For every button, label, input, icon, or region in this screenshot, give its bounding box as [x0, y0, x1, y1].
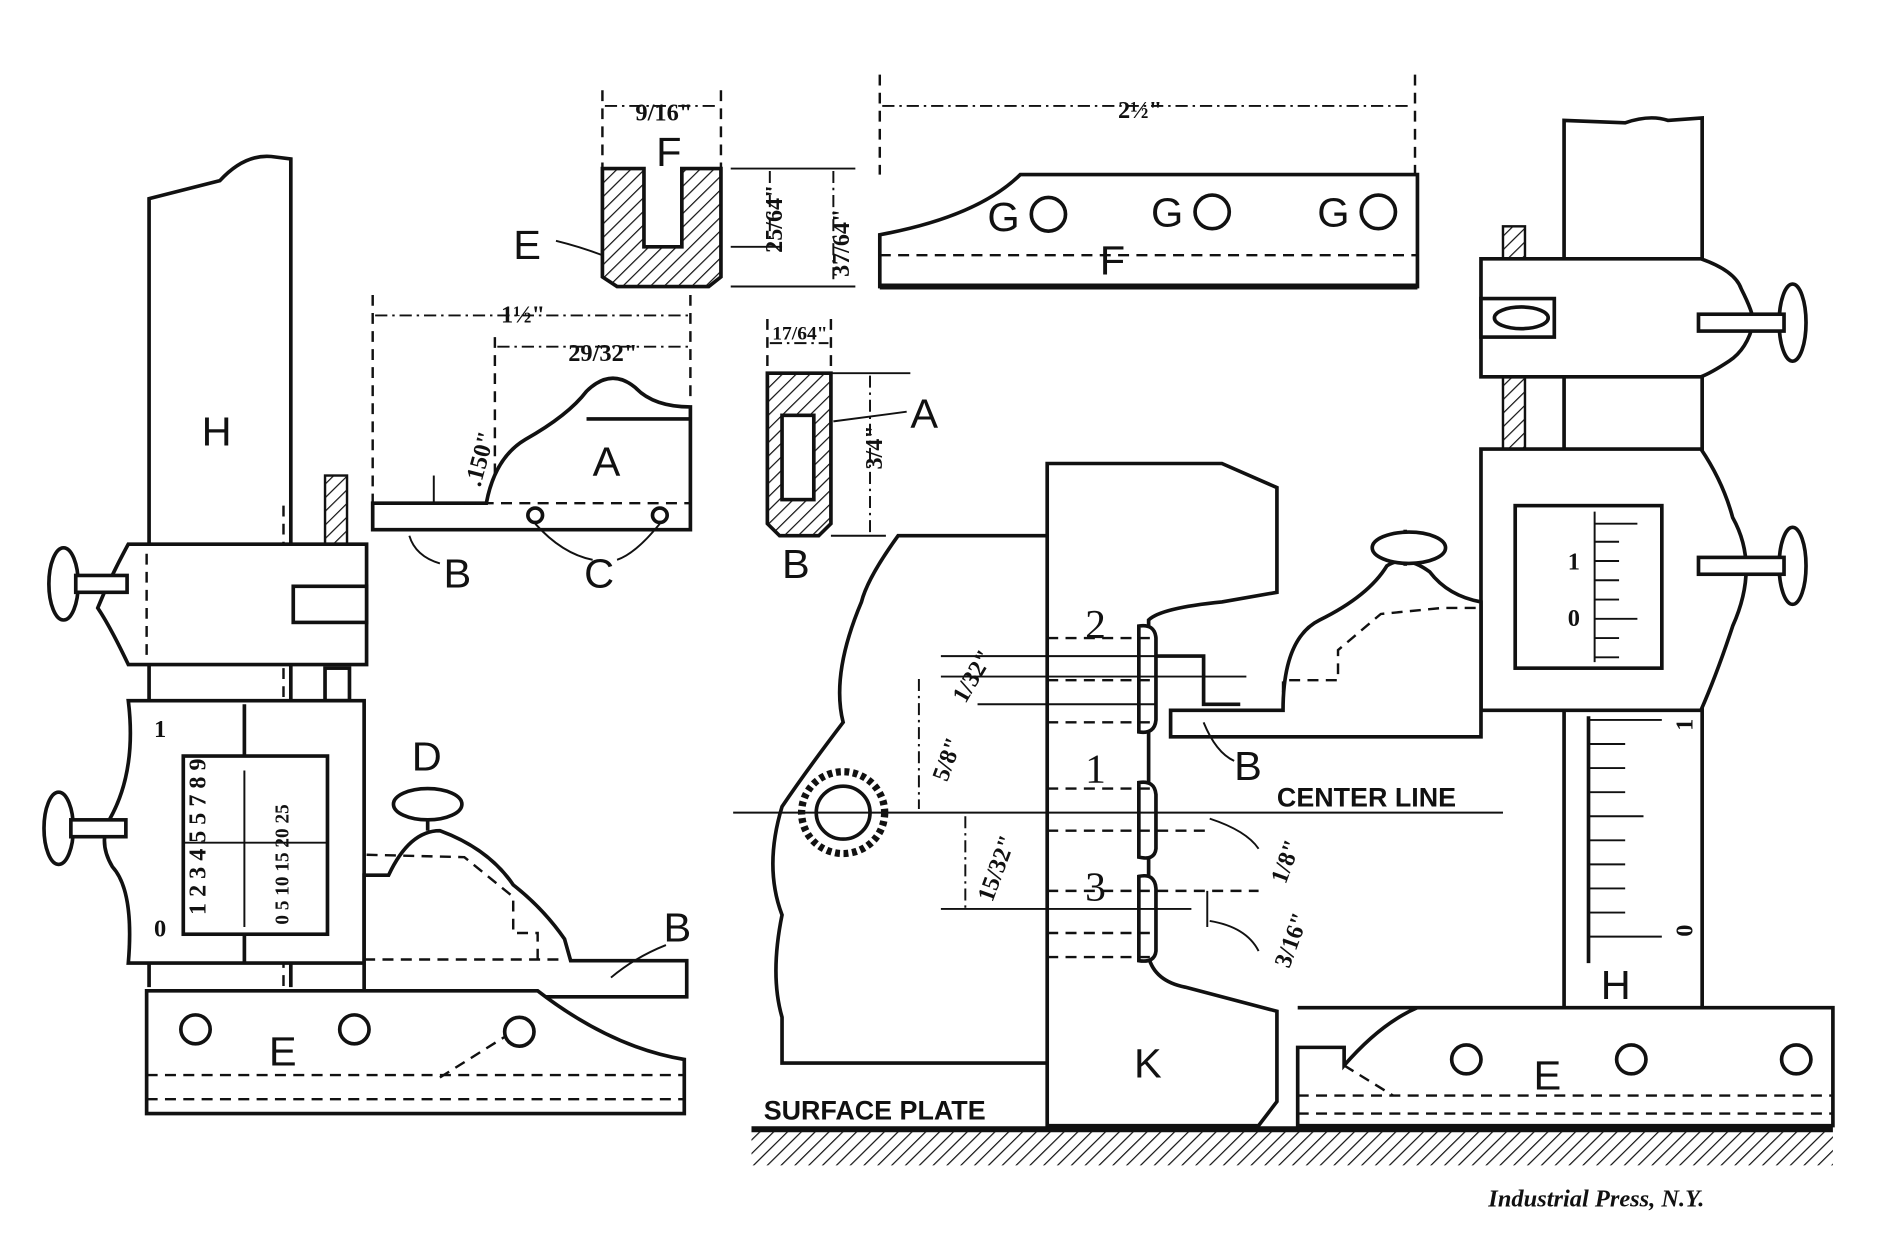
left-vernier-bottom-scale: 0 5 10 15 20 25 — [272, 804, 293, 924]
label-a-section: A — [910, 391, 938, 437]
dim-1-1-2: 1½" — [501, 302, 545, 329]
left-upper-knob-icon[interactable] — [47, 545, 81, 622]
right-scale-0: 0 — [1671, 925, 1698, 937]
dim-25-64: 25/64" — [761, 185, 788, 253]
label-g-2: G — [1151, 190, 1183, 236]
right-column-scale — [1588, 718, 1662, 938]
left-column-h — [147, 154, 293, 988]
right-vernier-0: 0 — [1568, 605, 1580, 632]
gauge-k: 2 1 3 K — [1045, 461, 1279, 1128]
dim-17-64: 17/64" — [772, 324, 827, 345]
left-scale-1: 1 — [154, 716, 166, 743]
right-scale-1: 1 — [1671, 719, 1698, 731]
screw-icon — [179, 1013, 213, 1046]
label-h-right: H — [1601, 962, 1631, 1008]
label-b-section: B — [782, 541, 810, 587]
label-b-right: B — [1234, 743, 1262, 789]
credit: Industrial Press, N.Y. — [1487, 1185, 1704, 1212]
dim-15-32: 15/32" — [972, 832, 1021, 905]
screw-icon — [337, 1013, 371, 1046]
left-lower-knob-icon[interactable] — [42, 790, 76, 867]
section-ef: 9/16" 25/64" 37/64" F E — [513, 90, 856, 289]
center-line-label: CENTER LINE — [1277, 783, 1456, 813]
label-k: K — [1134, 1041, 1162, 1087]
piece-a: 1½" 29/32" .150" A B C — [370, 294, 693, 597]
screw-icon — [1779, 1043, 1813, 1076]
dim-1-8: 1/8" — [1266, 836, 1307, 887]
dim-29-32: 29/32" — [568, 340, 637, 367]
left-block-b — [362, 828, 689, 999]
dim-3-16: 3/16" — [1269, 909, 1314, 971]
hole-number-3: 3 — [1085, 864, 1106, 910]
surface-plate-label: SURFACE PLATE — [764, 1096, 986, 1126]
left-vernier-top-scale: 1 2 3 4 5 5 7 8 9 — [184, 759, 211, 915]
label-f-bar: F — [1100, 238, 1125, 284]
label-g-1: G — [987, 194, 1019, 240]
hole-number-1: 1 — [1085, 746, 1106, 792]
dim-3-4: 3/4" — [861, 425, 888, 469]
right-column-h — [1562, 116, 1704, 1012]
left-vernier-window — [181, 754, 330, 937]
label-b-left: B — [664, 905, 692, 951]
left-height-gage: 1 2 3 4 5 5 7 8 9 0 5 10 15 20 25 1 0 H … — [42, 154, 692, 1116]
right-knob-icon[interactable] — [1370, 530, 1448, 566]
section-ab: 17/64" 3/4" A B — [765, 319, 939, 587]
label-a-piece: A — [593, 439, 621, 485]
left-base-e — [144, 988, 687, 1116]
screw-icon — [502, 1015, 536, 1048]
label-e-left: E — [269, 1029, 297, 1075]
right-vernier-window — [1513, 503, 1664, 670]
label-b-piece: B — [444, 551, 472, 597]
right-vernier-1: 1 — [1568, 549, 1580, 576]
label-f-section: F — [656, 129, 681, 175]
bar-f: 2½" G G G F — [877, 74, 1420, 290]
dim-9-16: 9/16" — [635, 100, 692, 127]
right-block-b — [1168, 559, 1483, 739]
hole-number-2: 2 — [1085, 601, 1106, 647]
left-scale-0: 0 — [154, 916, 166, 943]
label-e-right: E — [1534, 1053, 1562, 1099]
left-upper-clamp — [95, 542, 369, 667]
right-base-e — [1295, 1005, 1835, 1128]
knob-d-icon[interactable] — [391, 786, 464, 822]
right-height-gage: 1 0 1 0 H E B — [1168, 116, 1835, 1128]
left-screw-rod — [323, 474, 349, 547]
surface-plate: SURFACE PLATE — [751, 1096, 1833, 1166]
dim-2-1-2: 2½" — [1118, 97, 1162, 124]
label-c: C — [584, 551, 614, 597]
dim-37-64: 37/64" — [828, 209, 855, 277]
label-d: D — [412, 734, 442, 780]
screw-icon — [1614, 1043, 1648, 1076]
workpiece — [771, 533, 1048, 1065]
label-e-section: E — [513, 222, 541, 268]
dim-5-8: 5/8" — [927, 734, 968, 785]
label-g-3: G — [1317, 190, 1349, 236]
screw-icon — [1449, 1043, 1483, 1076]
label-h-left: H — [202, 409, 232, 455]
g-holes: G G G — [987, 190, 1398, 240]
right-vernier-ticks — [1594, 522, 1638, 659]
